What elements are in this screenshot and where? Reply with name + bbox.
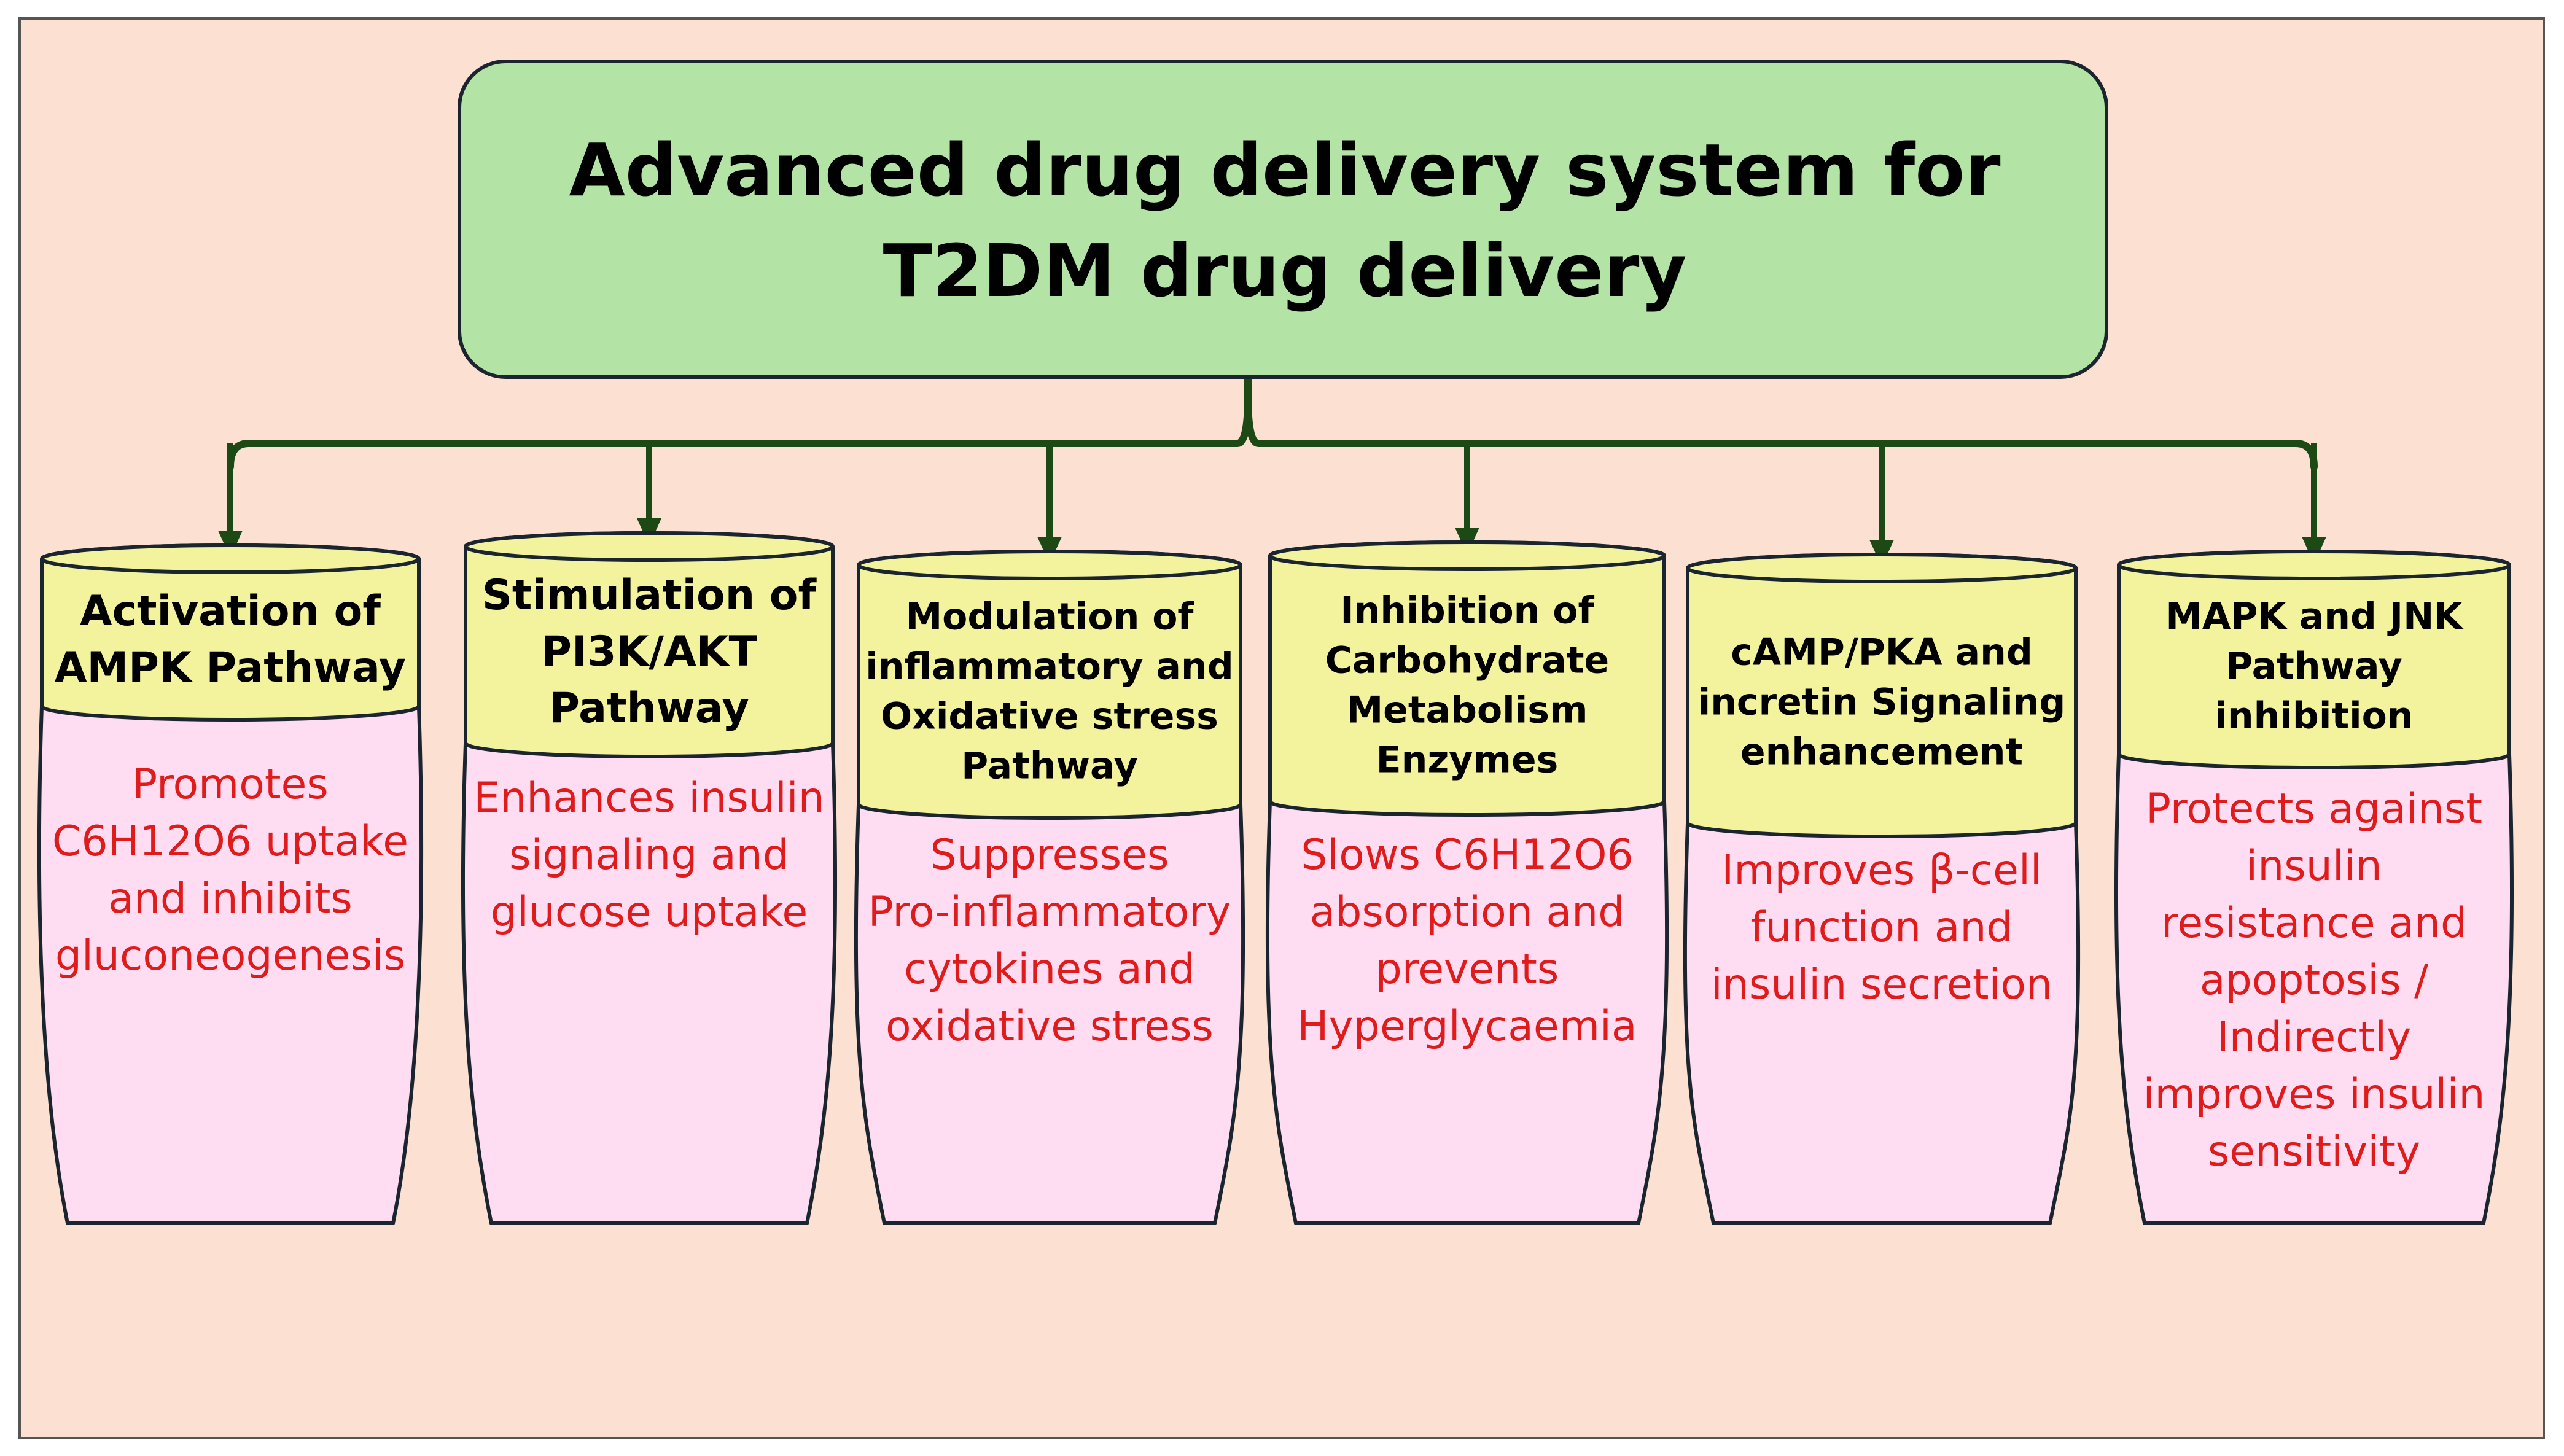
pathway-effect-box (854, 803, 1245, 1225)
pathway-effect-line: absorption and (1310, 888, 1625, 936)
pathway-header-top (1268, 540, 1666, 571)
pathway-effect-line: Hyperglycaemia (1297, 1002, 1637, 1051)
pathway-header-line: MAPK and JNK (2165, 595, 2464, 638)
pathway-header-line: Pathway (2226, 645, 2402, 688)
pathway-header-line: Inhibition of (1340, 590, 1594, 633)
pathway-header-top (857, 550, 1242, 580)
title-line-1: Advanced drug delivery system for (569, 128, 2000, 212)
title-line-2: T2DM drug delivery (883, 228, 1687, 313)
pathway-header-line: Oxidative stress (881, 695, 1218, 738)
pathway-card: Activation of AMPK PathwayPromotesC6H12O6… (37, 543, 424, 1225)
pathway-header-line: Metabolism (1346, 689, 1588, 732)
pathway-header-line: Pathway (961, 745, 1137, 788)
pathway-card: cAMP/PKA and incretin Signaling enhancemen… (1683, 553, 2081, 1225)
pathway-effect-line: Pro-inflammatory (868, 888, 1231, 936)
pathway-header-line: Carbohydrate (1325, 639, 1610, 682)
pathway-effect-box (461, 741, 838, 1225)
pathway-header-line: inhibition (2215, 695, 2413, 738)
pathway-header-line: cAMP/PKA and (1731, 631, 2033, 674)
pathway-effect-line: resistance and (2161, 899, 2467, 948)
title-box-shape (458, 60, 2108, 379)
pathway-effect-line: sensitivity (2208, 1127, 2420, 1176)
pathway-header-line: inflammatory and (865, 645, 1233, 688)
pathway-header-line: Stimulation of (482, 571, 817, 620)
pathway-effect-box (1265, 800, 1669, 1225)
pathway-effect-line: prevents (1376, 945, 1559, 994)
pathway-effect-line: Indirectly (2217, 1013, 2412, 1062)
pathway-effect-line: Improves β-cell (1721, 846, 2042, 895)
pathway-effect-line: oxidative stress (886, 1002, 1214, 1051)
pathway-effect-line: apoptosis / (2200, 956, 2428, 1005)
pathway-header-line: incretin Signaling (1698, 681, 2066, 724)
pathway-effect-line: Enhances insulin (473, 774, 825, 822)
pathway-header-line: Enzymes (1376, 739, 1559, 782)
pathway-effect-box (1683, 821, 2081, 1225)
pathway-effect-line: C6H12O6 uptake (52, 817, 408, 866)
pathway-effect-box (2114, 752, 2514, 1225)
title-box: Advanced drug delivery system for T2DM d… (458, 60, 2108, 379)
pathway-effect-line: insulin (2246, 842, 2382, 890)
pathway-header-line: PI3K/AKT (541, 628, 757, 676)
pathway-effect-line: insulin secretion (1711, 960, 2052, 1009)
pathway-effect-line: Protects against (2146, 785, 2482, 833)
pathway-header-top (2117, 550, 2511, 580)
pathway-effect-line: gluconeogenesis (55, 932, 405, 980)
pathway-effect-line: signaling and (509, 831, 789, 879)
pathway-effect-line: function and (1750, 903, 2013, 952)
pathway-header-line: Pathway (549, 684, 749, 733)
pathway-effect-line: Slows C6H12O6 (1301, 831, 1634, 879)
pathway-effect-line: cytokines and (904, 945, 1195, 994)
pathway-effect-box (37, 704, 424, 1225)
pathway-header-line: AMPK Pathway (55, 644, 406, 692)
pathway-header-top (1686, 553, 2078, 583)
pathway-card: Inhibition of CarbohydrateMetabolismEnzym… (1265, 540, 1669, 1225)
pathway-header-top (40, 543, 421, 574)
pathway-header-line: Activation of (80, 587, 381, 636)
pathway-effect-line: and inhibits (108, 874, 353, 923)
pathway-cards: Activation of AMPK PathwayPromotesC6H12O6… (37, 531, 2514, 1225)
pathway-effect-line: glucose uptake (491, 888, 808, 936)
pathway-effect-line: improves insulin (2143, 1070, 2485, 1119)
pathway-header-line: Modulation of (905, 596, 1194, 639)
pathway-header-top (464, 531, 835, 562)
pathway-effect-line: Suppresses (930, 831, 1169, 879)
pathway-header-line: enhancement (1740, 731, 2023, 774)
pathway-effect-line: Promotes (132, 760, 329, 809)
